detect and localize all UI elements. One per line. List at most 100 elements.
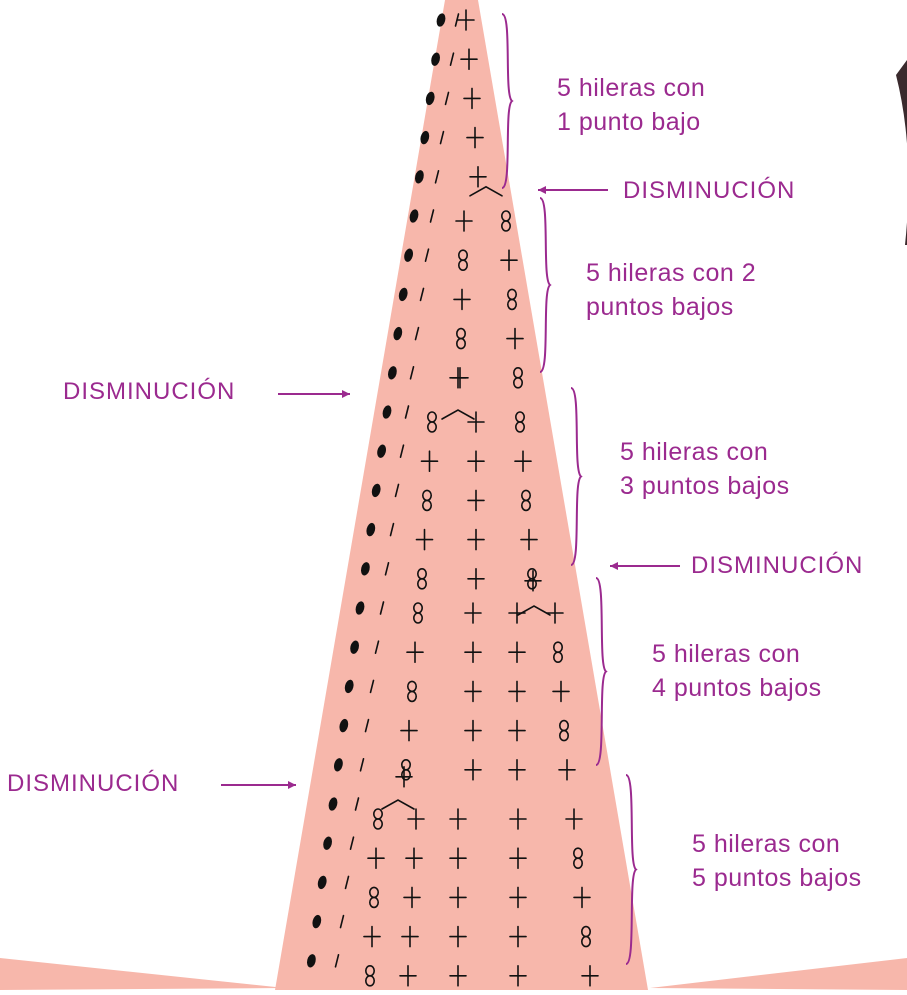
- group4-label: 5 hileras con 4 puntos bajos: [652, 637, 822, 705]
- single-crochet-stitch: [420, 450, 439, 473]
- single-crochet-stitch: [467, 450, 485, 473]
- decrease-caret: [441, 409, 475, 420]
- turning-mark: [454, 13, 460, 27]
- turning-mark: [439, 130, 445, 145]
- arrow-decrease-4-head: [288, 781, 296, 789]
- single-crochet-stitch: [508, 680, 526, 703]
- decrease-caret: [517, 605, 551, 616]
- slip-stitch: [323, 836, 332, 850]
- slip-stitch: [317, 875, 327, 890]
- base-shadow-left: [0, 958, 285, 990]
- chain-stitch: [457, 249, 468, 272]
- group5-label: 5 hileras con 5 puntos bajos: [692, 827, 862, 895]
- single-crochet-stitch: [506, 327, 524, 350]
- group2-line1: 5 hileras con 2: [586, 259, 757, 287]
- slip-stitch: [350, 640, 359, 654]
- slip-stitch: [431, 52, 440, 66]
- slip-stitch: [415, 170, 424, 184]
- slip-stitch: [328, 797, 338, 811]
- single-crochet-stitch: [401, 925, 419, 948]
- slip-stitch: [334, 758, 343, 772]
- single-crochet-stitch: [395, 765, 413, 788]
- turning-mark: [384, 561, 390, 576]
- single-crochet-stitch: [508, 641, 526, 664]
- slip-stitch: [420, 130, 430, 145]
- slip-stitch: [425, 91, 435, 106]
- single-crochet-stitch: [524, 569, 542, 592]
- turning-mark: [344, 875, 350, 890]
- single-crochet-stitch: [509, 925, 527, 948]
- single-crochet-stitch: [449, 925, 467, 948]
- group4-line2: 4 puntos bajos: [652, 674, 822, 702]
- group2-label: 5 hileras con 2 puntos bajos: [586, 256, 756, 324]
- single-crochet-stitch: [520, 528, 538, 551]
- single-crochet-stitch: [449, 847, 467, 870]
- chain-stitch: [421, 489, 432, 512]
- brace-group4: [595, 577, 608, 766]
- single-crochet-stitch: [449, 964, 467, 987]
- single-crochet-stitch: [464, 641, 482, 664]
- single-crochet-stitch: [509, 847, 527, 870]
- single-crochet-stitch: [573, 886, 591, 909]
- slip-stitch: [307, 954, 316, 968]
- turning-mark: [369, 679, 375, 694]
- single-crochet-stitch: [449, 808, 467, 830]
- decrease-label-2: DISMINUCIÓN: [63, 378, 236, 405]
- decrease-caret: [469, 185, 503, 197]
- single-crochet-stitch: [466, 126, 484, 149]
- decrease-label-3: DISMINUCIÓN: [691, 552, 864, 579]
- single-crochet-stitch: [407, 808, 425, 830]
- group1-line1: 5 hileras con: [557, 74, 706, 102]
- single-crochet-stitch: [415, 528, 434, 551]
- single-crochet-stitch: [509, 964, 527, 987]
- single-crochet-stitch: [552, 680, 570, 703]
- slip-stitch: [339, 718, 349, 733]
- chain-stitch: [506, 288, 517, 311]
- decrease-label-4: DISMINUCIÓN: [7, 770, 180, 797]
- turning-mark: [419, 287, 425, 302]
- turning-mark: [414, 326, 420, 341]
- slip-stitch: [398, 287, 408, 302]
- chain-stitch: [512, 366, 523, 389]
- slip-stitch: [371, 483, 381, 498]
- single-crochet-stitch: [463, 87, 481, 110]
- single-crochet-stitch: [464, 680, 482, 703]
- single-crochet-stitch: [455, 210, 473, 232]
- turning-mark: [399, 444, 405, 459]
- turning-mark: [444, 91, 450, 106]
- chain-stitch: [526, 567, 537, 590]
- group5-line1: 5 hileras con: [692, 830, 841, 858]
- arrow-decrease-2-head: [342, 390, 350, 398]
- group5-line2: 5 puntos bajos: [692, 864, 862, 892]
- turning-mark: [359, 757, 365, 772]
- slip-stitch: [388, 366, 397, 380]
- group1-label: 5 hileras con 1 punto bajo: [557, 71, 705, 139]
- brace-group5: [625, 774, 638, 965]
- chain-stitch: [572, 847, 583, 870]
- single-crochet-stitch: [406, 641, 424, 664]
- cone-shape: [275, 0, 648, 990]
- single-crochet-stitch: [399, 964, 417, 987]
- single-crochet-stitch: [453, 288, 471, 311]
- chain-stitch: [558, 719, 569, 742]
- slip-stitch: [366, 522, 376, 537]
- group4-line1: 5 hileras con: [652, 640, 801, 668]
- turning-mark: [334, 953, 340, 968]
- turning-mark: [409, 365, 415, 380]
- turning-mark: [349, 836, 355, 851]
- chain-stitch: [552, 641, 563, 664]
- chain-stitch: [455, 327, 466, 350]
- group1-line2: 1 punto bajo: [557, 108, 701, 136]
- single-crochet-stitch: [508, 758, 526, 781]
- single-crochet-stitch: [457, 9, 475, 31]
- single-crochet-stitch: [467, 489, 485, 512]
- chain-stitch: [364, 964, 375, 987]
- single-crochet-stitch: [403, 886, 421, 909]
- turning-mark: [379, 601, 385, 615]
- single-crochet-stitch: [581, 964, 599, 987]
- single-crochet-stitch: [467, 411, 485, 433]
- turning-mark: [364, 718, 370, 733]
- slip-stitch: [312, 914, 322, 929]
